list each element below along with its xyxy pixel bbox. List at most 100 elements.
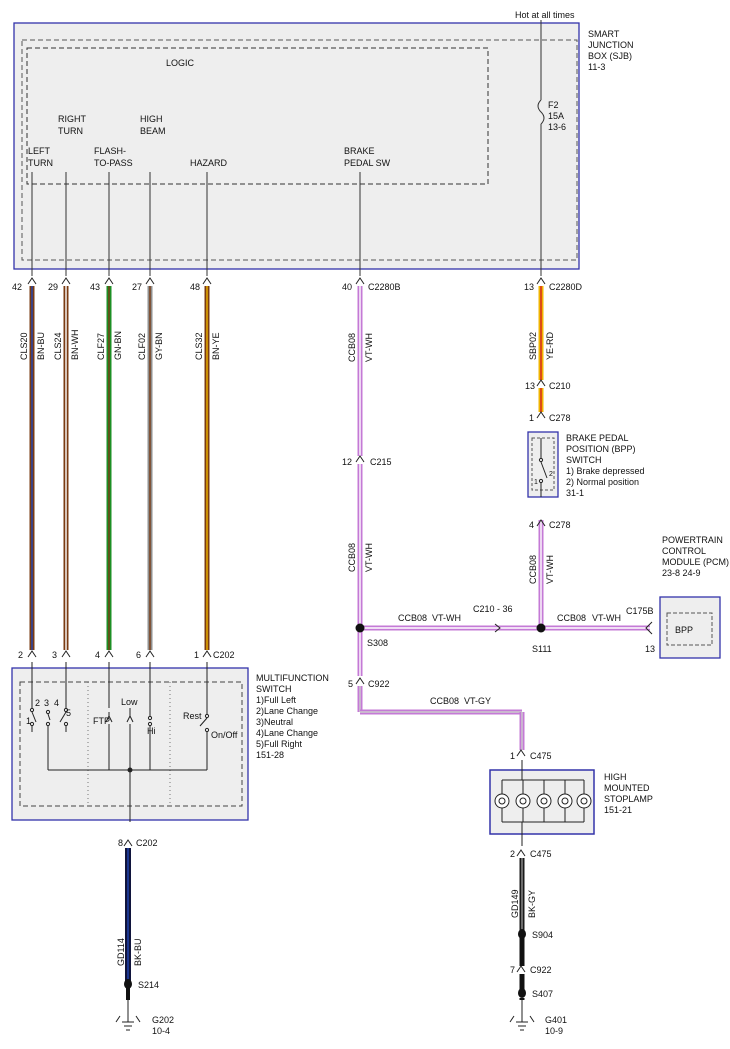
connector-arrows bbox=[27, 379, 653, 973]
wire-circuit-cls32: CLS32 bbox=[194, 332, 204, 360]
connector-c475-a: C475 bbox=[530, 751, 552, 761]
connector-c2280b: C2280B bbox=[368, 282, 401, 292]
mfs-onoff-label: On/Off bbox=[211, 730, 238, 740]
pin-c475-1: 1 bbox=[510, 751, 515, 761]
connector-c922-a: C922 bbox=[368, 679, 390, 689]
wire-color-vt-wh-d: VT-WH bbox=[432, 613, 461, 623]
pin-c475-2: 2 bbox=[510, 849, 515, 859]
splice-s904: S904 bbox=[532, 930, 553, 940]
hot-at-all-times-label: Hot at all times bbox=[515, 10, 575, 20]
mfs-ftp-label: FTP bbox=[93, 716, 110, 726]
splice-s904-dot bbox=[518, 929, 526, 939]
wire-color-vt-wh-a: VT-WH bbox=[364, 333, 374, 362]
connector-c175b: C175B bbox=[626, 606, 654, 616]
bulb-3-icon bbox=[536, 780, 552, 822]
wire-circuit-ccb08-a: CCB08 bbox=[347, 333, 357, 362]
stoplamp-bulbs bbox=[494, 780, 592, 822]
wire-color-vt-wh-e: VT-WH bbox=[592, 613, 621, 623]
connector-c922-b: C922 bbox=[530, 965, 552, 975]
wire-circuit-ccb08-f: CCB08 bbox=[430, 696, 459, 706]
splice-s111-dot bbox=[536, 623, 546, 633]
wire-circuit-clf02: CLF02 bbox=[137, 333, 147, 360]
bulb-2-icon bbox=[515, 780, 531, 822]
splice-s407: S407 bbox=[532, 989, 553, 999]
ground-g202: G202 10-4 bbox=[152, 1015, 177, 1036]
fuse-f2-label: F2 15A 13-6 bbox=[548, 100, 566, 132]
wires-layer bbox=[29, 286, 650, 1000]
splice-s308-dot bbox=[355, 623, 365, 633]
wire-color-bk-gy: BK-GY bbox=[527, 890, 537, 918]
connector-c475-b: C475 bbox=[530, 849, 552, 859]
wire-color-gy-bn: GY-BN bbox=[154, 332, 164, 360]
pin-c922-7: 7 bbox=[510, 965, 515, 975]
bpp-pos-1: 1 bbox=[534, 479, 538, 486]
pin-c278-1: 1 bbox=[529, 413, 534, 423]
pin-48: 48 bbox=[190, 282, 200, 292]
wire-color-vt-wh-c: VT-WH bbox=[545, 555, 555, 584]
pcm-module: BPP POWERTRAIN CONTROL MODULE (PCM) 23-8… bbox=[659, 535, 730, 659]
brake-pedal-sw-label: BRAKE PEDAL SW bbox=[344, 146, 391, 168]
pin-c202-8: 8 bbox=[118, 838, 123, 848]
wire-color-bn-bu: BN-BU bbox=[36, 332, 46, 360]
connector-c210: C210 bbox=[549, 381, 571, 391]
pin-mfs-1: 1 bbox=[194, 650, 199, 660]
wire-circuit-ccb08-c: CCB08 bbox=[528, 555, 538, 584]
bpp-switch: 1 2 BRAKE PEDAL POSITION (BPP) SWITCH 1)… bbox=[527, 431, 647, 498]
pin-mfs-3: 3 bbox=[52, 650, 57, 660]
wire-labels: CLS20 BN-BU CLS24 BN-WH CLF27 GN-BN CLF0… bbox=[19, 330, 621, 967]
hmsl-title: HIGH MOUNTED STOPLAMP 151-21 bbox=[604, 772, 655, 815]
splice-s214-dot bbox=[124, 979, 132, 989]
wire-color-vt-wh-b: VT-WH bbox=[364, 543, 374, 572]
mfs-pos-4: 4 bbox=[54, 698, 59, 708]
wire-circuit-ccb08-b: CCB08 bbox=[347, 543, 357, 572]
wire-circuit-sbp02: SBP02 bbox=[528, 332, 538, 360]
pin-c215-12: 12 bbox=[342, 457, 352, 467]
pcm-title: POWERTRAIN CONTROL MODULE (PCM) 23-8 24-… bbox=[662, 535, 730, 578]
wire-circuit-ccb08-d: CCB08 bbox=[398, 613, 427, 623]
sjb-pin-arrows bbox=[27, 277, 546, 285]
wire-circuit-ccb08-e: CCB08 bbox=[557, 613, 586, 623]
bpp-switch-title: BRAKE PEDAL POSITION (BPP) SWITCH 1) Bra… bbox=[566, 433, 647, 498]
bulb-5-icon bbox=[576, 780, 592, 822]
pin-27: 27 bbox=[132, 282, 142, 292]
pin-40: 40 bbox=[342, 282, 352, 292]
wire-color-bk-bu: BK-BU bbox=[133, 938, 143, 966]
wire-color-ye-rd: YE-RD bbox=[545, 331, 555, 360]
splice-dots bbox=[124, 623, 546, 998]
wire-color-bn-wh: BN-WH bbox=[70, 330, 80, 361]
pin-mfs-2: 2 bbox=[18, 650, 23, 660]
ground-g202-icon bbox=[115, 1000, 141, 1031]
multifunction-switch: 1 2 3 4 5 FTP Low Hi Rest On/Off MULTIFU… bbox=[11, 662, 331, 822]
ground-symbols bbox=[115, 1000, 535, 1031]
wire-circuit-gd114: GD114 bbox=[116, 938, 126, 966]
flash-to-pass-label: FLASH- TO-PASS bbox=[94, 146, 133, 168]
pin-c210-13: 13 bbox=[525, 381, 535, 391]
pin-c922-5: 5 bbox=[348, 679, 353, 689]
mfs-pos-1: 1 bbox=[26, 716, 31, 726]
hazard-label: HAZARD bbox=[190, 158, 228, 168]
sjb-title: SMART JUNCTION BOX (SJB) 11-3 bbox=[588, 29, 636, 72]
wire-color-bn-ye: BN-YE bbox=[211, 332, 221, 360]
mfs-pos-5: 5 bbox=[66, 708, 71, 718]
bulb-1-icon bbox=[494, 780, 510, 822]
mfs-hi-label: Hi bbox=[147, 726, 156, 736]
splice-s111: S111 bbox=[532, 644, 552, 654]
splice-s214: S214 bbox=[138, 980, 159, 990]
mfs-pos-2: 2 bbox=[35, 698, 40, 708]
high-beam-label: HIGH BEAM bbox=[140, 114, 166, 136]
mfs-low-label: Low bbox=[121, 697, 138, 707]
connector-c202-b: C202 bbox=[136, 838, 158, 848]
pin-mfs-4: 4 bbox=[95, 650, 100, 660]
connector-c210-36: C210 - 36 bbox=[473, 604, 513, 614]
pin-c278-4: 4 bbox=[529, 520, 534, 530]
bulb-4-icon bbox=[557, 780, 573, 822]
pin-29: 29 bbox=[48, 282, 58, 292]
pin-42: 42 bbox=[12, 282, 22, 292]
wire-circuit-clf27: CLF27 bbox=[96, 333, 106, 360]
connector-c202-a: C202 bbox=[213, 650, 235, 660]
smart-junction-box: LOGIC SMART JUNCTION BOX (SJB) 11-3 LEFT… bbox=[13, 10, 636, 276]
high-mounted-stoplamp: HIGH MOUNTED STOPLAMP 151-21 bbox=[489, 760, 655, 846]
mfs-title: MULTIFUNCTION SWITCH 1)Full Left 2)Lane … bbox=[256, 673, 331, 760]
connector-c278-a: C278 bbox=[549, 413, 571, 423]
